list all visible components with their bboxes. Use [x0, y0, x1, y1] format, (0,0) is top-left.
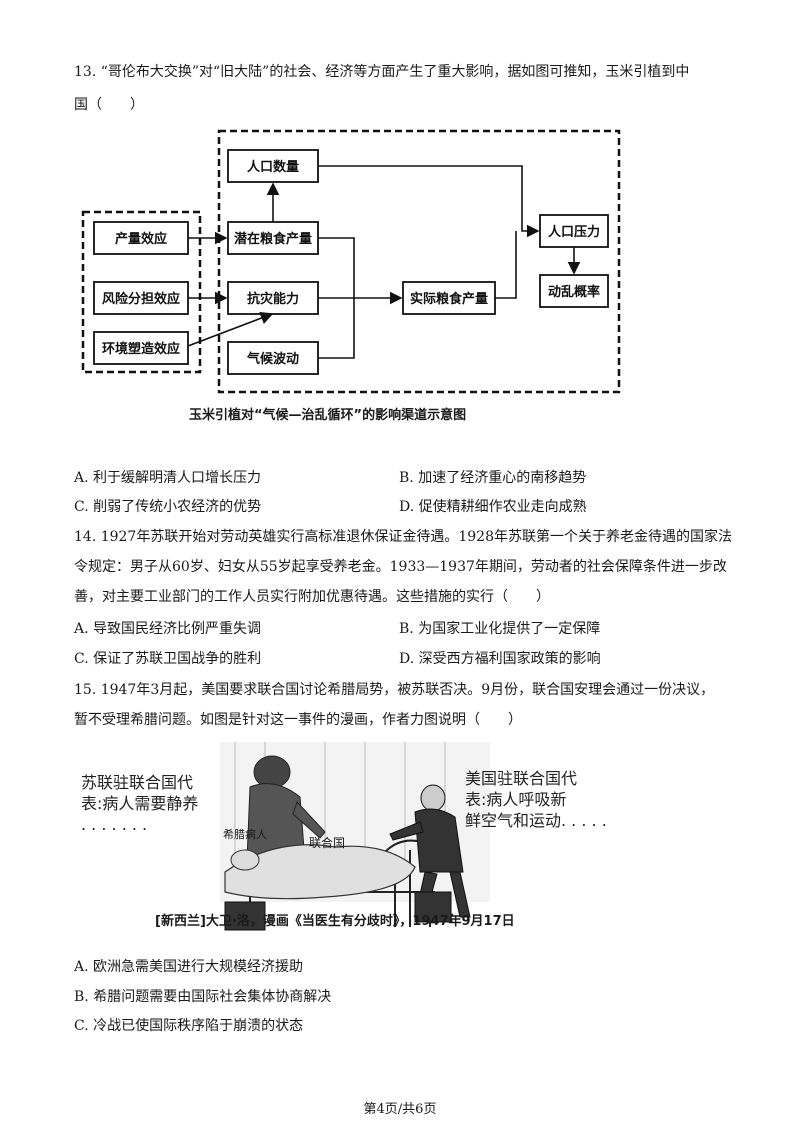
label-risk-effect: 风险分担效应 — [102, 291, 180, 307]
arrow-env-resilience — [187, 312, 274, 347]
box-unrest — [539, 274, 609, 308]
label-pop-pressure: 人口压力 — [548, 224, 600, 240]
q13-option-b[interactable]: B. 加速了经济重心的南移趋势 — [399, 470, 587, 486]
q13-stem-line2: 国（ ） — [74, 97, 144, 113]
right-dashed-frame — [217, 129, 621, 394]
box-pop-pressure — [539, 214, 609, 248]
label-population: 人口数量 — [247, 159, 299, 175]
q14-stem-line3: 善，对主要工业部门的工作人员实行附加优惠待遇。这些措施的实行（ ） — [74, 589, 550, 605]
q14-option-d[interactable]: D. 深受西方福利国家政策的影响 — [399, 651, 601, 667]
q13-stem-line1: 13. “哥伦布大交换”对“旧大陆”的社会、经济等方面产生了重大影响，据如图可推… — [74, 64, 690, 80]
cartoon-left-speech: 苏联驻联合国代 表:病人需要静养 . . . . . . . — [81, 773, 199, 834]
q15-cartoon: 苏联驻联合国代 表:病人需要静养 . . . . . . . 美国驻联合国代 表… — [75, 742, 607, 932]
cartoon-illustration — [220, 742, 490, 931]
cartoon-right-speech: 美国驻联合国代 表:病人呼吸新 鲜空气和运动. . . . . — [465, 769, 607, 830]
line-actual-pressure — [495, 231, 517, 299]
briefcase-right — [414, 891, 452, 923]
q14-option-a[interactable]: A. 导致国民经济比例严重失调 — [74, 621, 262, 637]
q13-option-a[interactable]: A. 利于缓解明清人口增长压力 — [74, 470, 262, 486]
q15-stem-line1: 15. 1947年3月起，美国要求联合国讨论希腊局势，被苏联否决。9月份，联合国… — [74, 682, 715, 698]
arrow-population-pressure — [318, 165, 540, 238]
q13-option-d[interactable]: D. 促使精耕细作农业走向成熟 — [399, 499, 587, 515]
box-population — [227, 149, 319, 183]
q14-stem-line2: 令规定：男子从60岁、妇女从55岁起享受养老金。1933—1937年期间，劳动者… — [74, 559, 727, 575]
briefcase-left — [224, 901, 266, 931]
q15-stem-line2: 暂不受理希腊问题。如图是针对这一事件的漫画，作者力图说明（ ） — [74, 712, 522, 728]
q14-option-c[interactable]: C. 保证了苏联卫国战争的胜利 — [74, 651, 262, 667]
q15-option-b[interactable]: B. 希腊问题需要由国际社会集体协商解决 — [74, 989, 332, 1005]
page-footer: 第4页/共6页 — [363, 1102, 437, 1117]
label-env-effect: 环境塑造效应 — [102, 341, 180, 357]
left-dashed-frame — [81, 210, 202, 374]
label-actual-grain: 实际粮食产量 — [410, 291, 488, 307]
box-risk-effect — [93, 281, 189, 315]
q15-option-c[interactable]: C. 冷战已使国际秩序陷于崩溃的状态 — [74, 1018, 304, 1034]
label-resilience: 抗灾能力 — [247, 291, 299, 307]
patient-head — [230, 849, 260, 871]
box-climate — [227, 341, 319, 375]
box-actual-grain — [402, 281, 496, 315]
cartoon-caption: [新西兰]大卫·洛，漫画《当医生有分歧时》，1947年9月17日 — [155, 914, 515, 929]
q13-option-c[interactable]: C. 削弱了传统小农经济的优势 — [74, 499, 262, 515]
box-yield-effect — [93, 221, 189, 255]
box-resilience — [227, 281, 319, 315]
box-env-effect — [93, 331, 189, 365]
q14-stem-line1: 14. 1927年苏联开始对劳动英雄实行高标准退休保证金待遇。1928年苏联第一… — [74, 529, 732, 545]
q13-flow-diagram: 人口数量 潜在粮食产量 抗灾能力 气候波动 实际粮食产量 人口压力 动乱概率 产… — [81, 129, 621, 394]
label-potential-grain: 潜在粮食产量 — [234, 231, 312, 247]
label-climate: 气候波动 — [247, 351, 299, 367]
patient-blanket — [224, 844, 416, 900]
cartoon-label-greece: 希腊病人 — [223, 828, 267, 841]
label-unrest: 动乱概率 — [548, 284, 600, 300]
q14-option-b[interactable]: B. 为国家工业化提供了一定保障 — [399, 621, 601, 637]
q13-diagram-caption: 玉米引植对“气候—治乱循环”的影响渠道示意图 — [189, 408, 467, 423]
q15-option-a[interactable]: A. 欧洲急需美国进行大规模经济援助 — [74, 959, 304, 975]
label-yield-effect: 产量效应 — [115, 231, 167, 247]
cartoon-label-un: 联合国 — [309, 836, 346, 850]
